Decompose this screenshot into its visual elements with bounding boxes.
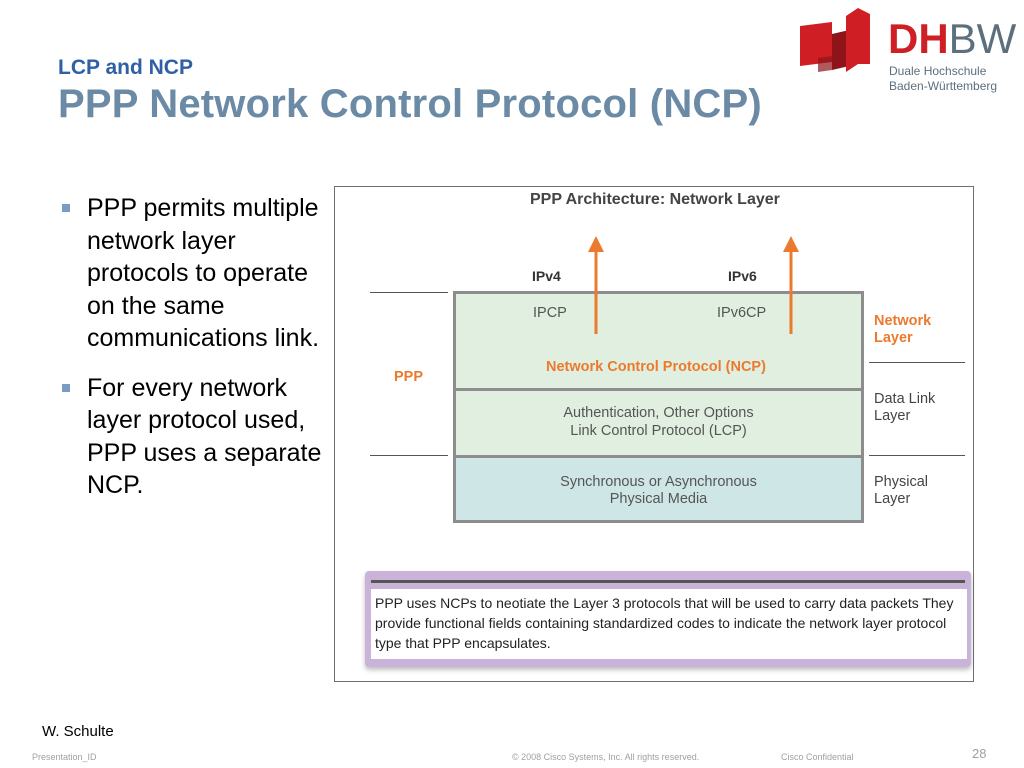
- datalink-physical-rule: [869, 455, 965, 456]
- ncp-note-divider: [371, 580, 965, 583]
- network-layer-label-line1: Network: [874, 313, 932, 329]
- dhbw-logo-mark-icon: [800, 8, 870, 72]
- ipv4-up-arrow-icon: [588, 236, 604, 334]
- bullet-square-icon: [62, 204, 70, 212]
- logo-subtitle: Duale Hochschule Baden-Württemberg: [889, 64, 997, 94]
- datalink-layer-label: Data Link Layer: [874, 391, 935, 425]
- physical-layer-label: Physical Layer: [874, 474, 928, 508]
- lcp-line1: Authentication, Other Options: [563, 405, 754, 421]
- confidential-notice: Cisco Confidential: [781, 752, 854, 762]
- slide-title: PPP Network Control Protocol (NCP): [58, 82, 762, 126]
- logo-wordmark-dh: DH: [888, 15, 949, 62]
- ncp-label: Network Control Protocol (NCP): [546, 359, 766, 375]
- physical-layer-label-line1: Physical: [874, 474, 928, 490]
- datalink-layer-label-line1: Data Link: [874, 391, 936, 407]
- ipv6-up-arrow-icon: [783, 236, 799, 334]
- dhbw-logo: [796, 6, 1024, 102]
- logo-subtitle-line1: Duale Hochschule: [889, 64, 987, 78]
- physical-line1: Synchronous or Asynchronous: [560, 474, 757, 490]
- copyright-notice: © 2008 Cisco Systems, Inc. All rights re…: [512, 752, 700, 762]
- physical-media-box: [453, 455, 864, 523]
- presentation-id: Presentation_ID: [32, 752, 97, 762]
- bullet-text: For every network layer protocol used, P…: [87, 373, 322, 500]
- ipv6cp-label: IPv6CP: [717, 305, 767, 321]
- slide-subtitle: LCP and NCP: [58, 56, 193, 79]
- bullet-square-icon: [62, 383, 70, 392]
- network-layer-label: Network Layer: [874, 313, 931, 347]
- network-datalink-rule: [869, 362, 965, 363]
- ppp-label: PPP: [394, 369, 424, 385]
- physical-layer-label-line2: Layer: [874, 491, 911, 507]
- lcp-line2: Link Control Protocol (LCP): [570, 423, 747, 439]
- author-name: W. Schulte: [42, 723, 114, 740]
- logo-wordmark: DHBW: [888, 18, 1016, 60]
- bullet-item: PPP permits multiple network layer proto…: [60, 192, 330, 355]
- ncp-layer-box: [453, 291, 864, 388]
- datalink-layer-label-line2: Layer: [874, 408, 911, 424]
- ppp-bottom-rule: [370, 455, 448, 456]
- bullet-item: For every network layer protocol used, P…: [60, 372, 330, 502]
- network-layer-label-line2: Layer: [874, 330, 913, 346]
- logo-subtitle-line2: Baden-Württemberg: [889, 79, 998, 93]
- logo-wordmark-bw: BW: [948, 15, 1017, 62]
- lcp-layer-box: [453, 388, 864, 455]
- physical-line2: Physical Media: [609, 491, 708, 507]
- page-number: 28: [972, 746, 987, 761]
- bullet-text: PPP permits multiple network layer proto…: [87, 194, 320, 352]
- ipcp-label: IPCP: [533, 305, 567, 321]
- ipv6-label: IPv6: [728, 268, 757, 284]
- ncp-note-text: PPP uses NCPs to neotiate the Layer 3 pr…: [371, 589, 967, 659]
- bullet-list: PPP permits multiple network layer proto…: [60, 192, 330, 519]
- figure-title: PPP Architecture: Network Layer: [530, 191, 780, 208]
- ipv4-label: IPv4: [532, 268, 561, 284]
- ppp-top-rule: [370, 292, 448, 293]
